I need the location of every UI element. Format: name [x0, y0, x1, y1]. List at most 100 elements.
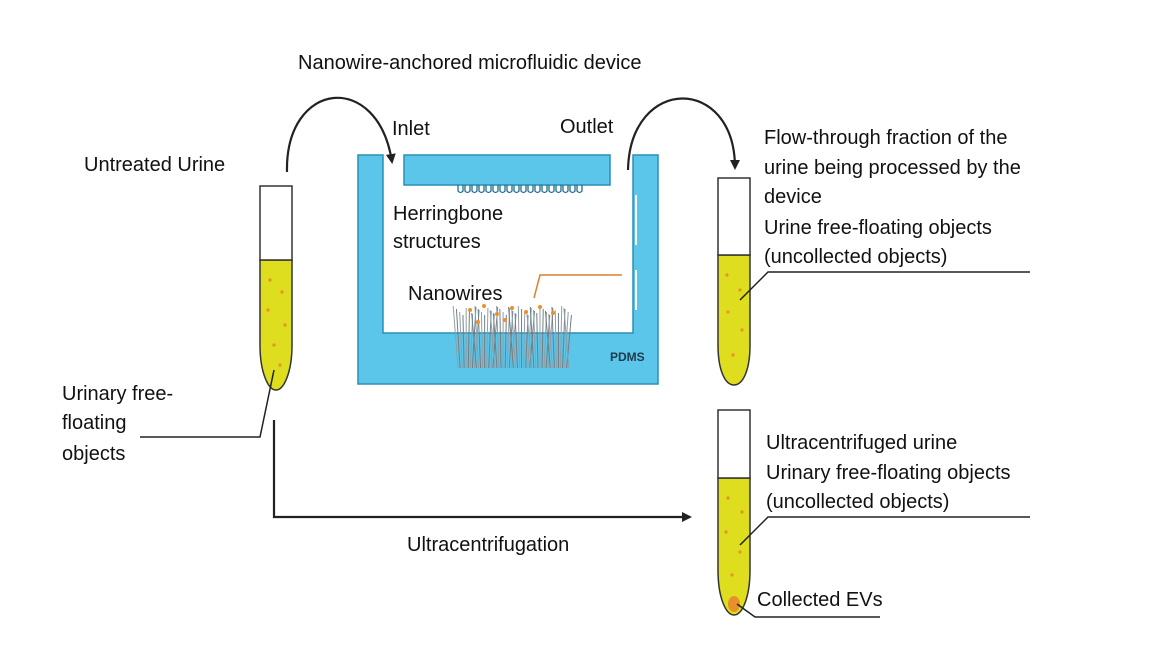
captured-ev-particle [503, 318, 507, 322]
herringbone-groove [464, 185, 471, 194]
herringbone-groove [569, 185, 576, 194]
nanowire [508, 306, 514, 369]
herringbone-groove [485, 185, 492, 194]
flow-through-label-3: device [764, 186, 822, 208]
ultracentrifugation-label: Ultracentrifugation [407, 534, 570, 556]
nanowire [541, 308, 544, 369]
captured-ev-particle [468, 308, 472, 312]
herringbone-groove [520, 185, 527, 194]
urinary-free-label-1: Urinary free- [62, 383, 174, 405]
ultracentrifugation-arrow [272, 420, 692, 522]
flow-through-label-4: Urine free-floating objects [764, 217, 992, 239]
device-title: Nanowire-anchored microfluidic device [298, 52, 642, 74]
nanowire [459, 311, 463, 369]
inlet-arrow [285, 96, 396, 173]
nanowire [492, 312, 498, 369]
herringbone-groove [548, 185, 555, 194]
nanowires-label: Nanowires [408, 283, 503, 305]
herringbone-groove [492, 185, 499, 194]
nanowire [523, 311, 526, 369]
herringbone-groove [562, 185, 569, 194]
nanowire [554, 309, 557, 369]
nanowire [452, 305, 459, 369]
captured-ev-particle [476, 320, 480, 324]
nanowire [536, 312, 539, 369]
nanowire [563, 307, 570, 369]
flow-through-label-1: Flow-through fraction of the [764, 127, 1008, 149]
nanowire [560, 305, 563, 369]
captured-ev-particle [510, 306, 514, 310]
herringbone-groove [527, 185, 534, 194]
herringbone-groove [478, 185, 485, 194]
herringbone-groove [506, 185, 513, 194]
nanowire [551, 306, 555, 369]
nanowire [480, 311, 484, 369]
tube-particles [725, 273, 744, 357]
nanowire [455, 308, 461, 369]
ultracentrifuged-tube [717, 409, 751, 616]
nanowire [548, 313, 553, 369]
nanowire [474, 305, 479, 369]
nanowire-forest [452, 304, 572, 369]
herringbone-groove [541, 185, 548, 194]
urinary-free-label-3: objects [62, 443, 126, 465]
nanowire [486, 307, 489, 369]
flow-through-pointer [739, 271, 1030, 301]
tube-particles [266, 278, 287, 367]
ultracentrifuged-label-1: Ultracentrifuged urine [766, 432, 958, 454]
herringbone-grooves [457, 185, 583, 194]
captured-ev-particle [524, 310, 528, 314]
device-lid [403, 154, 611, 186]
nanowire [477, 308, 482, 369]
nanowire [471, 312, 477, 369]
nanowire [566, 314, 572, 369]
flow-through-tube [717, 177, 751, 386]
herringbone-groove [471, 185, 478, 194]
herringbone-label-1: Herringbone [393, 203, 504, 225]
nanowire [504, 314, 507, 369]
nanowire [489, 309, 496, 369]
captured-ev-particle [482, 304, 486, 308]
nanowire [529, 306, 535, 369]
captured-ev-particle [551, 311, 555, 315]
nanowire [462, 314, 465, 369]
nanowire [467, 310, 470, 369]
pdms-label: PDMS [610, 350, 645, 364]
herringbone-groove [576, 185, 583, 194]
outlet-arrow [626, 97, 740, 171]
captured-ev-particle [538, 305, 542, 309]
nanowire [511, 309, 516, 369]
nanowire-pointer [533, 274, 622, 299]
nanowire [514, 312, 518, 369]
microfluidic-device [357, 154, 659, 385]
flow-through-label-2: urine being processed by the [764, 157, 1021, 179]
herringbone-groove [457, 185, 464, 194]
collected-evs-label: Collected EVs [757, 589, 883, 611]
herringbone-groove [555, 185, 562, 194]
urinary-free-pointer [140, 369, 275, 438]
ultracentrifuged-label-3: (uncollected objects) [766, 491, 950, 513]
ultracentrifuged-label-2: Urinary free-floating objects [766, 462, 1011, 484]
untreated-urine-tube [259, 185, 293, 391]
herringbone-groove [499, 185, 506, 194]
herringbone-groove [534, 185, 541, 194]
collected-evs-pointer [736, 603, 880, 618]
inlet-label: Inlet [392, 118, 430, 140]
nanowire [544, 310, 551, 369]
nanowire [526, 313, 533, 369]
ev-pellet [728, 596, 740, 612]
nanowire [499, 308, 502, 369]
herringbone-label-2: structures [393, 231, 481, 253]
tube-particles [724, 496, 744, 577]
untreated-urine-label: Untreated Urine [84, 154, 226, 176]
ultracentrifuged-pointer [739, 516, 1030, 546]
captured-ev-particle [495, 312, 499, 316]
herringbone-groove [513, 185, 520, 194]
nanowire [517, 305, 520, 369]
nanowire [533, 309, 537, 369]
flow-through-label-5: (uncollected objects) [764, 246, 948, 268]
outlet-label: Outlet [560, 116, 614, 138]
urinary-free-label-2: floating [62, 412, 127, 434]
